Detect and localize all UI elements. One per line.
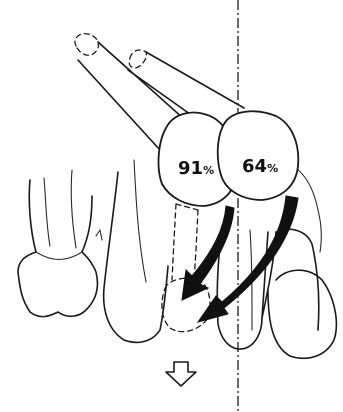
right-pressure-head: 64% [218,111,299,200]
force-arrow-left [182,206,234,300]
down-arrow-icon [166,362,196,386]
left-tooth [18,170,102,317]
canine-tooth [104,160,168,342]
